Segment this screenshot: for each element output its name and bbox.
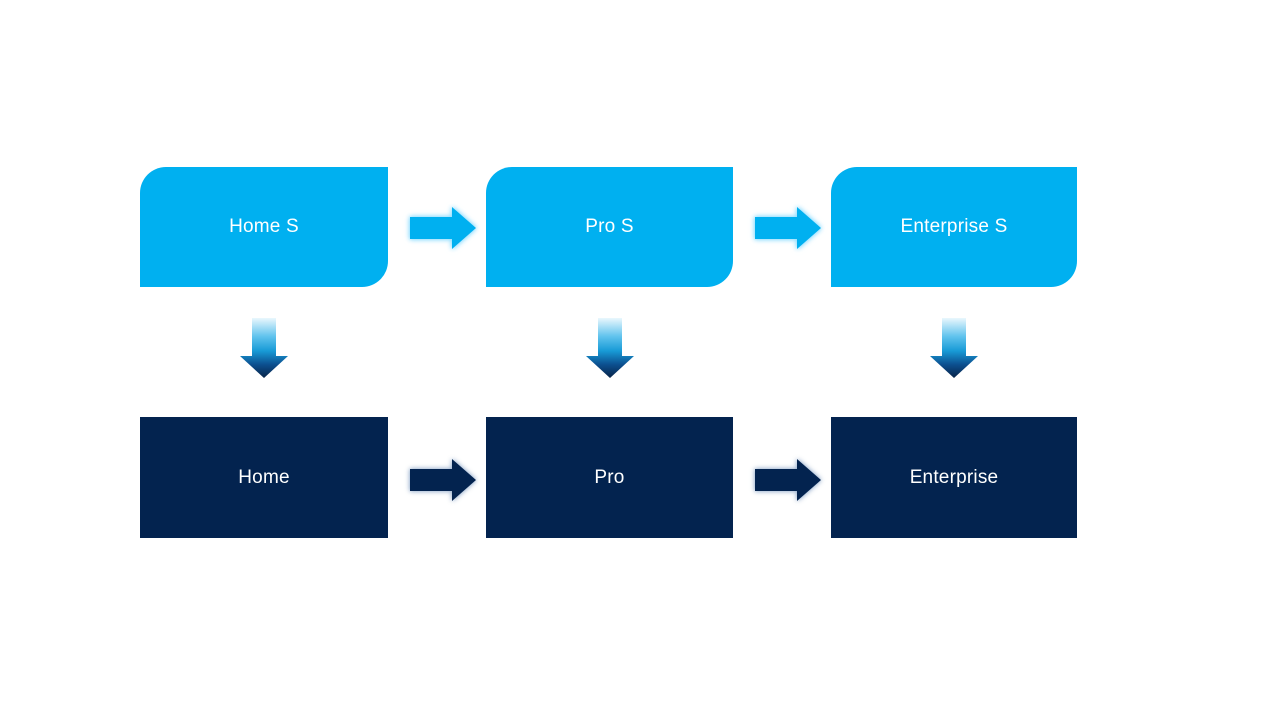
- box-home: Home: [140, 417, 388, 538]
- down-arrow-icon: [930, 318, 978, 378]
- right-arrow-icon: [755, 459, 821, 501]
- box-enterprise-label: Enterprise: [909, 466, 999, 488]
- box-home-s-label: Home S: [229, 216, 299, 237]
- box-enterprise: Enterprise: [831, 417, 1077, 538]
- down-arrow-icon: [586, 318, 634, 378]
- box-pro: Pro: [486, 417, 733, 538]
- right-arrow-icon: [755, 207, 821, 249]
- box-pro-label: Pro: [594, 466, 625, 488]
- right-arrow-icon: [410, 207, 476, 249]
- box-home-s: Home S: [140, 167, 388, 287]
- box-enterprise-s: Enterprise S: [831, 167, 1077, 287]
- box-home-label: Home: [238, 466, 290, 488]
- down-arrow-icon: [240, 318, 288, 378]
- box-pro-s-label: Pro S: [585, 216, 634, 237]
- box-pro-s: Pro S: [486, 167, 733, 287]
- box-enterprise-s-label: Enterprise S: [900, 216, 1008, 237]
- right-arrow-icon: [410, 459, 476, 501]
